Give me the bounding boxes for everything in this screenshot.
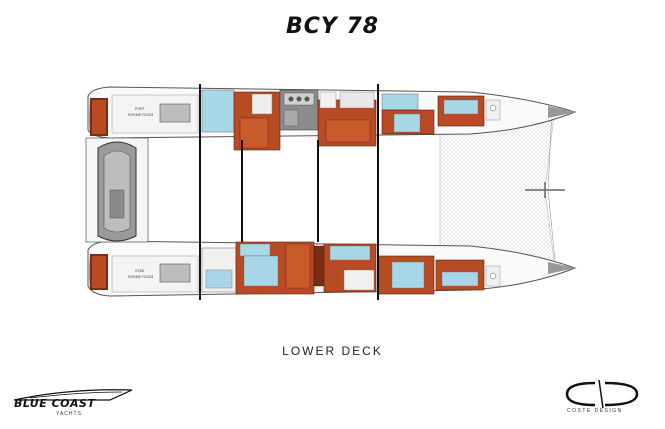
stbd-engine [159,263,191,283]
stairs [313,245,325,287]
stbd-engine-label: STBD [135,269,145,273]
bulkheads [199,84,379,300]
coste-design-logo-text: COSTE DESIGN [567,408,623,414]
port-bow-tip [548,106,576,118]
blue-coast-logo-swoosh [13,389,133,401]
port-engine [159,103,191,123]
bridle-lines [547,109,557,271]
port-fwd-bath [381,93,419,111]
forebeam [525,182,565,198]
svg-text:ENGINE ROOM: ENGINE ROOM [128,275,153,279]
aft-transom [85,137,149,243]
port-engine-label: PORT [135,107,146,111]
stbd-bow-tip [548,262,576,274]
blue-coast-logo-sub: YACHTS [56,411,82,417]
deck-label: LOWER DECK [282,344,383,358]
diagram-title: BCY 78 [285,14,380,39]
svg-text:ENGINE ROOM: ENGINE ROOM [128,113,153,117]
port-aft-bath [201,89,235,133]
port-hull: PORT ENGINE ROOM [87,86,577,151]
stbd-hull: STBD ENGINE ROOM [87,240,577,297]
coste-design-logo-mark [565,380,639,409]
blue-coast-logo-text: BLUE COAST [14,397,96,410]
